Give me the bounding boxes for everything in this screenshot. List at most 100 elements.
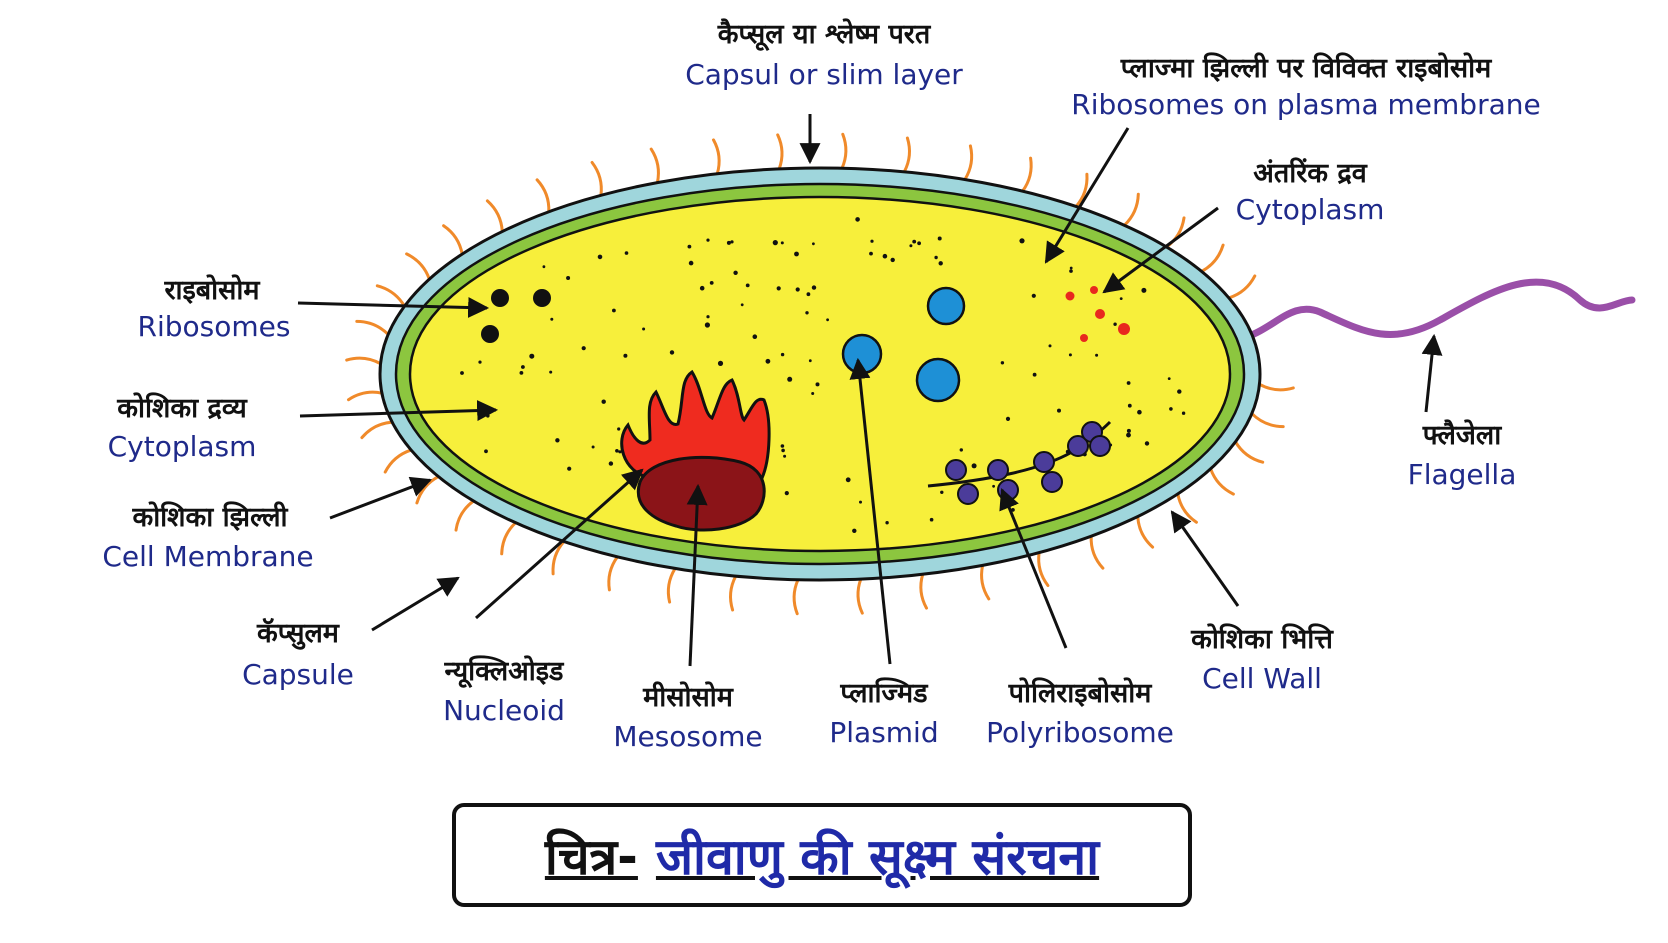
granule xyxy=(783,454,787,458)
pilus xyxy=(442,224,464,256)
granule xyxy=(808,359,812,363)
pilus xyxy=(856,577,864,615)
granule xyxy=(1126,381,1131,385)
granule xyxy=(1144,441,1150,446)
granule xyxy=(567,466,572,471)
granule xyxy=(745,283,750,288)
granule xyxy=(486,414,490,418)
granule xyxy=(852,528,857,533)
pilus xyxy=(666,567,677,604)
pilus xyxy=(1021,156,1033,193)
pilus xyxy=(500,521,518,556)
pilus xyxy=(649,147,660,185)
pilus xyxy=(1250,412,1285,429)
pilus xyxy=(729,574,738,612)
granule xyxy=(1069,266,1073,270)
granule xyxy=(780,444,785,448)
granule xyxy=(669,350,675,355)
label-cell-wall-en: Cell Wall xyxy=(1202,662,1322,695)
granule xyxy=(992,484,995,488)
granule xyxy=(1019,238,1025,244)
granule xyxy=(733,270,738,275)
pilus xyxy=(485,199,504,233)
label-polyribosome-hi: पोलिराइबोसोम xyxy=(1008,677,1153,709)
pilus xyxy=(347,390,384,402)
pilus xyxy=(1037,551,1050,587)
granule xyxy=(740,303,744,307)
granule xyxy=(1057,408,1061,413)
granule xyxy=(812,242,815,246)
granule xyxy=(1113,322,1117,326)
granule xyxy=(617,427,621,431)
granule xyxy=(1095,353,1099,357)
granule xyxy=(940,490,944,494)
granule xyxy=(959,448,963,452)
pilus xyxy=(1258,382,1295,392)
granule xyxy=(811,285,817,290)
label-ribosomes-en: Ribosomes xyxy=(138,310,291,343)
granule xyxy=(550,317,554,321)
plasmid xyxy=(915,357,961,403)
granule xyxy=(529,353,535,359)
granule xyxy=(699,285,705,291)
granule xyxy=(478,360,482,364)
granule xyxy=(460,371,464,375)
granule xyxy=(591,445,595,449)
polyribosome-bead xyxy=(1041,471,1063,493)
membrane-ribosome xyxy=(1090,286,1098,294)
granule xyxy=(784,491,789,496)
polyribosome-bead xyxy=(945,459,967,481)
granule xyxy=(717,360,724,366)
label-ribosomes-membrane-en: Ribosomes on plasma membrane xyxy=(1071,88,1540,121)
pilus xyxy=(1234,440,1265,464)
granule xyxy=(618,450,622,454)
label-ribosomes-hi: राइबोसोम xyxy=(163,274,260,306)
granule xyxy=(869,251,873,256)
pilus xyxy=(1209,467,1235,496)
granule xyxy=(624,251,629,255)
caption-prefix: चित्र- xyxy=(544,828,638,886)
granule xyxy=(765,358,771,364)
granule xyxy=(815,382,820,387)
granule xyxy=(566,276,571,280)
pilus xyxy=(607,555,619,592)
granule xyxy=(826,318,829,322)
pilus xyxy=(919,572,928,610)
granule xyxy=(971,463,977,469)
pilus xyxy=(1200,243,1225,273)
granule xyxy=(642,327,646,331)
granule xyxy=(805,311,809,315)
pilus xyxy=(345,356,382,366)
granule xyxy=(1127,403,1132,408)
granule xyxy=(752,334,758,340)
polyribosome xyxy=(945,421,1111,505)
label-mesosome-hi: मीसोसोम xyxy=(642,681,734,713)
polyribosome-bead xyxy=(1033,451,1055,473)
granule xyxy=(787,376,793,382)
granule xyxy=(781,448,785,453)
granule xyxy=(1032,372,1037,377)
pilus xyxy=(712,138,721,176)
granule xyxy=(1000,361,1005,365)
label-cell-wall-hi: कोशिका भित्ति xyxy=(1190,623,1334,655)
flagellum xyxy=(1234,278,1636,344)
figure-caption: चित्र- जीवाणु की सूक्ष्म संरचना xyxy=(452,803,1192,907)
membrane-ribosome xyxy=(1095,309,1105,319)
granule xyxy=(859,500,862,504)
pilus xyxy=(375,284,406,308)
granule xyxy=(1069,269,1073,273)
pilus xyxy=(405,252,431,281)
granule xyxy=(1031,293,1036,298)
granule xyxy=(608,461,614,466)
pilus xyxy=(590,161,603,197)
pointer-arrows xyxy=(297,114,1443,667)
granule xyxy=(706,238,710,242)
label-nucleoid-hi: न्यूक्लिओइड xyxy=(444,655,566,689)
pilus xyxy=(1122,192,1140,227)
granule xyxy=(929,517,934,522)
granule xyxy=(555,438,560,443)
granule xyxy=(795,287,800,292)
granule xyxy=(726,240,731,245)
granule xyxy=(542,265,546,269)
pilus xyxy=(1074,172,1089,208)
